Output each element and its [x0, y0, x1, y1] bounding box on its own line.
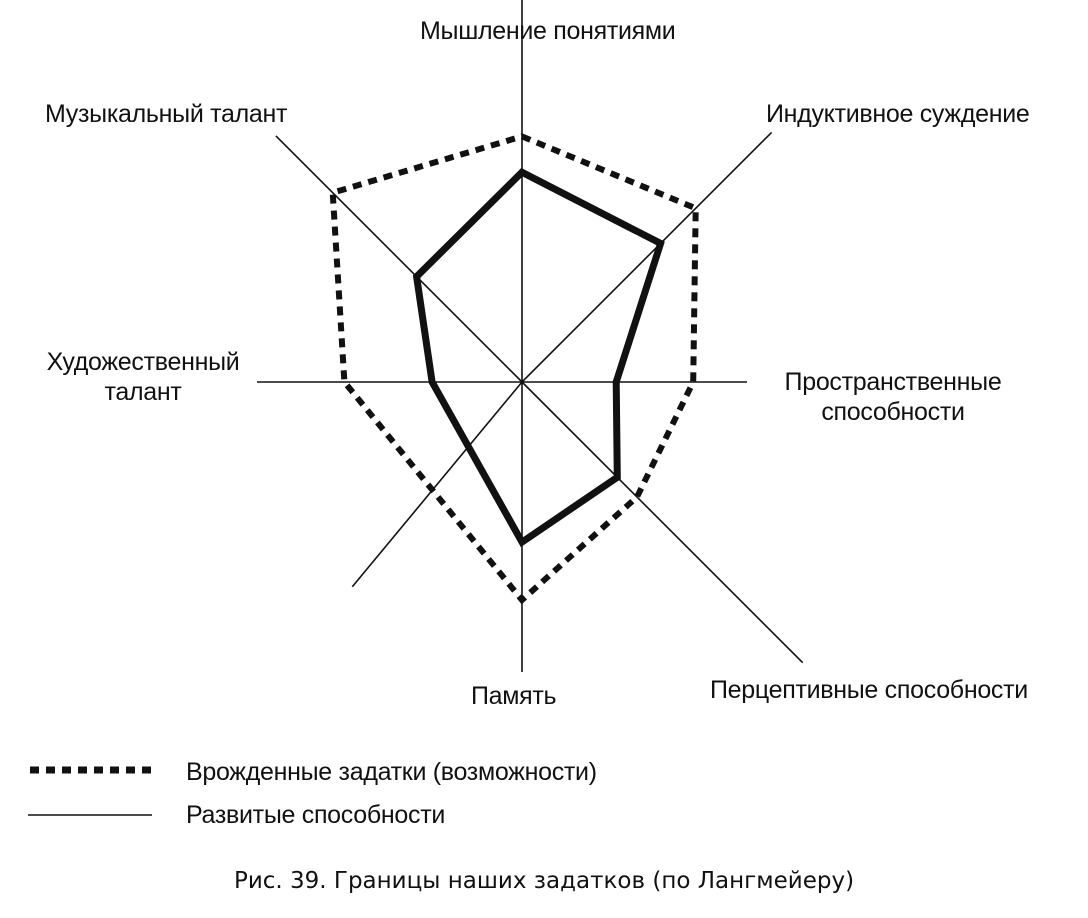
axis-spoke-perceptual	[521, 381, 804, 664]
axis-label-concept-thinking: Мышление понятиями	[420, 17, 676, 45]
series-developed-polygon	[412, 167, 665, 548]
series-innate-polygon	[329, 133, 699, 605]
axis-spoke-diagonal-lower-left	[351, 381, 523, 588]
legend-label-developed: Развитые способности	[186, 801, 446, 829]
legend-label-innate: Врожденные задатки (возможности)	[186, 758, 597, 786]
axis-label-inductive-reasoning: Индуктивное суждение	[766, 100, 1030, 128]
axis-label-artistic-line1: Художественный	[46, 348, 240, 376]
axis-label-spatial-line1: Пространственные	[784, 368, 1002, 396]
axis-label-artistic-talent: Художественный талант	[38, 347, 248, 407]
axis-label-spatial-abilities: Пространственные способности	[778, 367, 1008, 427]
figure-caption: Рис. 39. Границы наших задатков (по Ланг…	[233, 868, 855, 894]
axis-spoke-inductive-reasoning	[521, 131, 773, 383]
axis-label-memory: Память	[471, 682, 557, 710]
axis-spoke-musical	[275, 135, 523, 383]
axis-label-artistic-line2: талант	[104, 378, 182, 406]
axis-label-perceptual-abilities: Перцептивные способности	[710, 676, 1028, 704]
axis-label-spatial-line2: способности	[821, 398, 965, 426]
axis-label-musical-talent: Музыкальный талант	[45, 100, 288, 128]
